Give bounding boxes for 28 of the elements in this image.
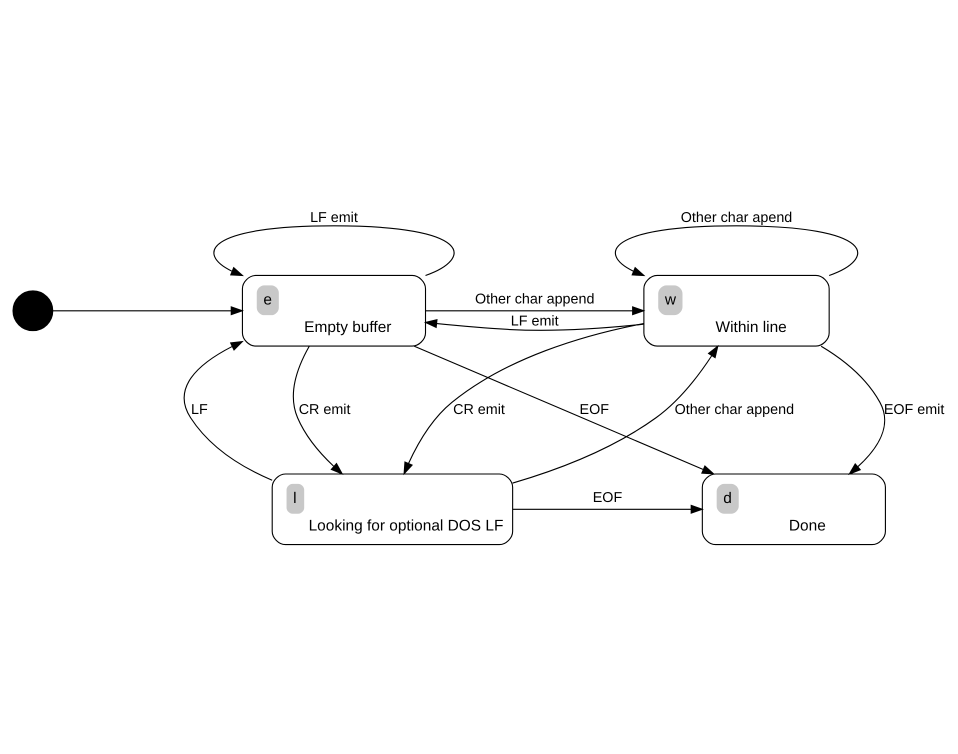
edge-label: Other char append <box>674 401 794 418</box>
edge-label: Other char apend <box>680 209 792 226</box>
node-box: l Looking for optional DOS LF <box>272 472 514 545</box>
arrow <box>403 322 644 475</box>
arrow <box>52 306 244 315</box>
edge-label: CR emit <box>453 401 505 418</box>
arrow <box>512 504 704 514</box>
node-box: d Done <box>702 472 886 545</box>
node-box: e Empty buffer <box>242 274 426 346</box>
node-circle <box>12 290 54 331</box>
arrow <box>426 306 646 315</box>
edge-label: EOF emit <box>884 401 944 418</box>
edge-label: Other char append <box>474 290 594 307</box>
edge-label: EOF <box>580 401 609 418</box>
arrow <box>615 224 858 276</box>
arrow <box>414 345 716 474</box>
arrow <box>214 224 454 276</box>
edge-label: CR emit <box>298 401 350 418</box>
arrow <box>424 318 644 330</box>
edge-label: LF <box>191 401 208 418</box>
arrow <box>184 340 272 480</box>
edge-label: LF emit <box>310 209 358 226</box>
arrow <box>820 345 886 475</box>
edge-label: LF emit <box>510 313 559 330</box>
arrow <box>292 345 344 474</box>
node-box: w Within line <box>643 274 830 346</box>
arrow <box>512 344 719 484</box>
edge-label: EOF <box>592 490 622 506</box>
